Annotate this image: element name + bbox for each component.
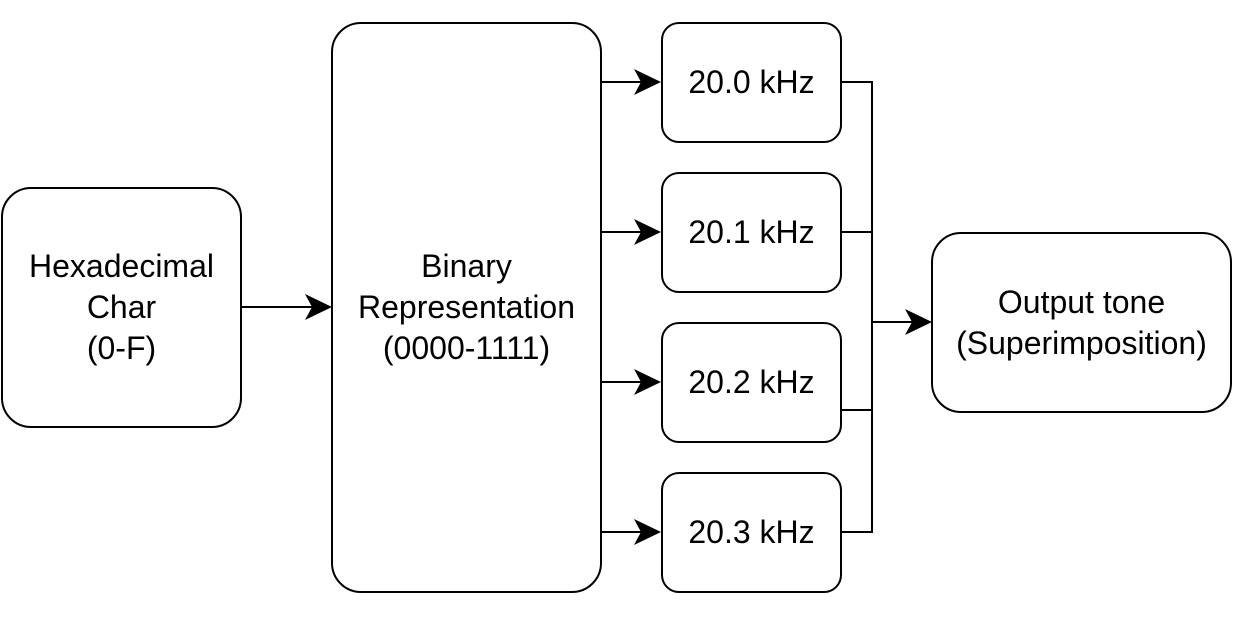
frequency-node-20-3: 20.3 kHz bbox=[661, 472, 842, 593]
connector-f3-to-bus bbox=[841, 322, 873, 533]
hex-node-line-3: (0-F) bbox=[86, 330, 157, 366]
hex-node-line-1: Hexadecimal bbox=[29, 248, 214, 284]
connector-f0-to-bus bbox=[841, 81, 873, 322]
output-node-line-1: Output tone bbox=[997, 283, 1166, 320]
frequency-label: 20.0 kHz bbox=[688, 64, 815, 100]
binary-node-line-3: (0000-1111) bbox=[382, 330, 551, 366]
output-node-line-2: (Superimposition) bbox=[956, 324, 1207, 361]
arrowhead-icon bbox=[905, 309, 932, 335]
hex-node-line-2: Char bbox=[86, 289, 157, 325]
arrowhead-icon bbox=[634, 69, 661, 95]
frequency-label: 20.3 kHz bbox=[688, 514, 815, 550]
arrowhead-icon bbox=[634, 519, 661, 545]
frequency-node-20-1: 20.1 kHz bbox=[661, 172, 842, 293]
hex-char-node: Hexadecimal Char (0-F) bbox=[1, 187, 242, 428]
arrowhead-icon bbox=[634, 369, 661, 395]
frequency-label: 20.2 kHz bbox=[688, 364, 815, 400]
frequency-label: 20.1 kHz bbox=[688, 214, 815, 250]
arrowhead-icon bbox=[634, 219, 661, 245]
output-tone-node: Output tone (Superimposition) bbox=[931, 232, 1232, 413]
binary-node-line-2: Representation bbox=[357, 289, 576, 325]
binary-representation-node: Binary Representation (0000-1111) bbox=[331, 22, 602, 593]
frequency-node-20-2: 20.2 kHz bbox=[661, 322, 842, 443]
binary-node-line-1: Binary bbox=[421, 248, 512, 284]
arrowhead-icon bbox=[305, 294, 332, 320]
frequency-node-20-0: 20.0 kHz bbox=[661, 22, 842, 143]
